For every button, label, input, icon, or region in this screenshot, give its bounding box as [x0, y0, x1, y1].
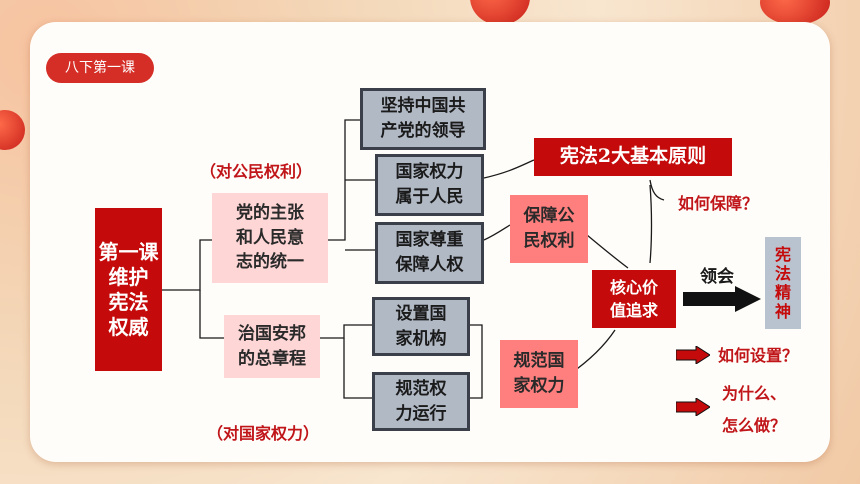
- question-setup: 如何设置？: [718, 346, 799, 365]
- principle-human-rights: 国家尊重 保障人权: [375, 222, 484, 284]
- understand-label: 领会: [700, 267, 734, 287]
- branch-top-text: 党的主张 和人民意 志的统一: [236, 203, 304, 273]
- note-state-power: （对国家权力）: [207, 424, 320, 443]
- regulate-power-text: 规范国 家权力: [513, 351, 565, 396]
- question-why: 为什么、: [722, 384, 787, 403]
- principle-3-text: 国家尊重 保障人权: [395, 230, 464, 275]
- lesson-title-text: 第一课 维护 宪法 权威: [98, 239, 159, 339]
- question-how: 怎么做？: [722, 416, 787, 435]
- protect-rights-text: 保障公 民权利: [523, 206, 575, 251]
- arrow-right-icon: [683, 286, 761, 312]
- branch-bottom-text: 治国安邦 的总章程: [238, 323, 306, 369]
- principles-title-box: 宪法2大基本原则: [534, 138, 732, 176]
- principle-5-text: 规范权 力运行: [395, 378, 447, 424]
- principle-power-to-people: 国家权力 属于人民: [375, 154, 484, 216]
- core-value-box: 核心价 值追求: [592, 270, 676, 328]
- arrow-right-icon: [676, 398, 710, 416]
- arrow-right-icon: [676, 346, 710, 364]
- principle-1-text: 坚持中国共 产党的领导: [380, 96, 466, 141]
- spirit-box: 宪 法 精 神: [765, 237, 801, 329]
- principles-title-text: 宪法2大基本原则: [559, 145, 707, 168]
- spirit-text: 宪 法 精 神: [774, 244, 791, 322]
- principle-set-institutions: 设置国 家机构: [372, 297, 470, 356]
- question-guarantee: 如何保障？: [678, 194, 759, 213]
- lesson-title-box: 第一课 维护 宪法 权威: [95, 208, 162, 371]
- lesson-tag: 八下第一课: [46, 53, 154, 83]
- regulate-power-box: 规范国 家权力: [500, 340, 578, 408]
- protect-rights-box: 保障公 民权利: [510, 195, 588, 263]
- branch-top-box: 党的主张 和人民意 志的统一: [212, 193, 328, 283]
- principle-party-leadership: 坚持中国共 产党的领导: [360, 88, 486, 150]
- branch-bottom-box: 治国安邦 的总章程: [224, 315, 320, 378]
- principle-2-text: 国家权力 属于人民: [395, 162, 464, 207]
- principle-4-text: 设置国 家机构: [395, 303, 447, 349]
- note-citizen-rights: （对公民权利）: [200, 162, 313, 181]
- core-value-text: 核心价 值追求: [609, 277, 658, 320]
- principle-regulate-power: 规范权 力运行: [372, 372, 470, 431]
